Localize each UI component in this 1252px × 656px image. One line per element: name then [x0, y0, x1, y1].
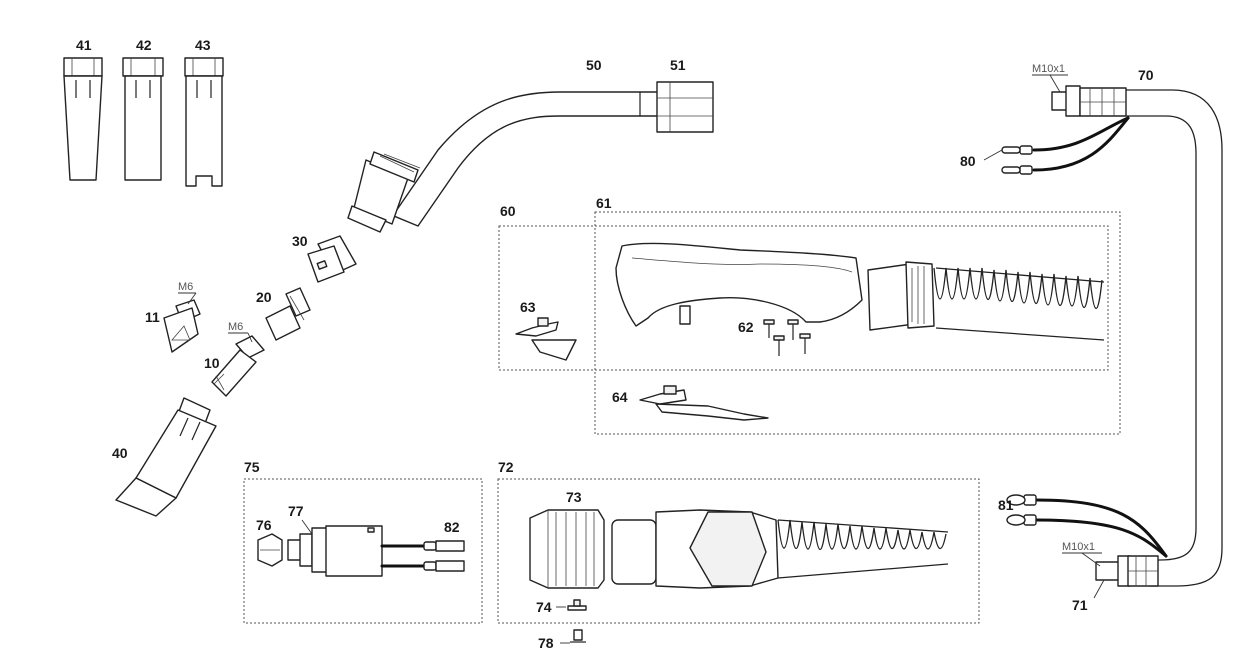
part-77-adaptor	[287, 525, 465, 577]
part-42-nozzle	[122, 57, 164, 181]
label-62: 62	[738, 319, 754, 335]
label-77: 77	[288, 503, 304, 519]
label-42: 42	[136, 37, 152, 53]
part-61-handle	[615, 242, 1105, 341]
label-80: 80	[960, 153, 976, 169]
group-box-72	[497, 478, 980, 624]
label-75: 75	[244, 459, 260, 475]
part-76-nut	[257, 533, 283, 567]
part-43-nozzle	[184, 57, 224, 187]
label-72: 72	[498, 459, 514, 475]
label-30: 30	[292, 233, 308, 249]
thread-m10-bottom: M10x1	[1062, 541, 1095, 553]
part-11-contact-tip	[163, 299, 201, 353]
label-71: 71	[1072, 597, 1088, 613]
label-74: 74	[536, 599, 552, 615]
part-51-nut	[656, 81, 714, 133]
group-box-60	[498, 225, 1109, 371]
part-62-screws	[763, 319, 811, 356]
label-40: 40	[112, 445, 128, 461]
part-40-nozzle	[115, 397, 217, 517]
part-20-tip-adaptor	[265, 287, 311, 341]
label-51: 51	[670, 57, 686, 73]
part-80-leads	[1001, 116, 1130, 175]
label-63: 63	[520, 299, 536, 315]
thread-m6-tip10: M6	[228, 321, 243, 333]
part-81-leads	[1006, 494, 1168, 558]
part-72-rear-handle	[611, 509, 949, 589]
part-78-pin	[570, 629, 586, 643]
thread-m10-top: M10x1	[1032, 63, 1065, 75]
part-10-contact-tip	[211, 335, 265, 397]
label-50: 50	[586, 57, 602, 73]
part-74-clip	[567, 599, 587, 611]
part-71-connector-bottom	[1095, 555, 1159, 587]
label-43: 43	[195, 37, 211, 53]
label-78: 78	[538, 635, 554, 651]
label-61: 61	[596, 195, 612, 211]
part-30-gas-diffuser	[307, 235, 357, 283]
part-41-nozzle	[63, 57, 103, 181]
label-64: 64	[612, 389, 628, 405]
label-76: 76	[256, 517, 272, 533]
label-60: 60	[500, 203, 516, 219]
label-82: 82	[444, 519, 460, 535]
part-70-cable	[1126, 89, 1223, 587]
part-70-connector-top	[1051, 85, 1127, 117]
label-41: 41	[76, 37, 92, 53]
group-box-75	[243, 478, 483, 624]
part-63-trigger	[515, 317, 577, 361]
label-70: 70	[1138, 67, 1154, 83]
thread-m6-tip11: M6	[178, 281, 193, 293]
label-20: 20	[256, 289, 272, 305]
group-box-61	[594, 211, 1121, 435]
label-11: 11	[145, 309, 160, 325]
label-73: 73	[566, 489, 582, 505]
label-10: 10	[204, 355, 220, 371]
part-64-trigger	[639, 385, 769, 421]
part-73-knurled-nut	[529, 509, 605, 589]
label-81: 81	[998, 497, 1014, 513]
